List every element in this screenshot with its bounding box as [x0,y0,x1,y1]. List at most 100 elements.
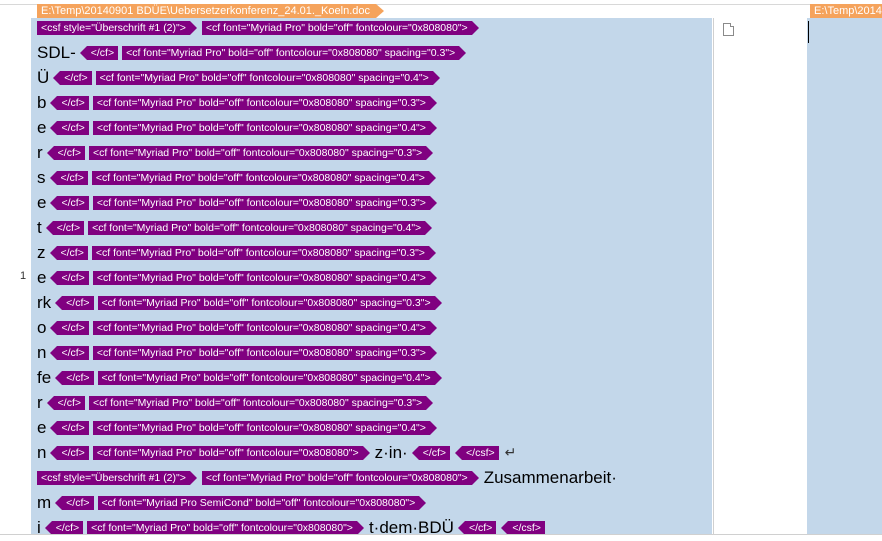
text-cursor [808,21,809,43]
segment-line: e</cf><cf font="Myriad Pro" bold="off" f… [37,192,442,213]
segment-line: o</cf><cf font="Myriad Pro" bold="off" f… [37,317,442,338]
closing-tag[interactable]: </cf> [53,70,92,85]
closing-tag[interactable]: </cf> [50,95,89,110]
next-segment-border [0,534,882,541]
target-segment-cell[interactable] [807,18,882,534]
closing-tag[interactable]: </cf> [50,270,89,285]
opening-tag[interactable]: <cf font="Myriad Pro" bold="off" fontcol… [88,220,433,235]
opening-tag[interactable]: <cf font="Myriad Pro" bold="off" fontcol… [97,295,442,310]
opening-tag[interactable]: <cf font="Myriad Pro" bold="off" fontcol… [201,20,479,35]
opening-tag[interactable]: <cf font="Myriad Pro" bold="off" fontcol… [92,445,370,460]
opening-tag[interactable]: <cf font="Myriad Pro" bold="off" fontcol… [92,420,438,435]
segment-line: e</cf><cf font="Myriad Pro" bold="off" f… [37,267,442,288]
segment-text: b [37,92,47,112]
segment-line: r</cf><cf font="Myriad Pro" bold="off" f… [37,392,438,413]
segment-line: rk</cf><cf font="Myriad Pro" bold="off" … [37,292,447,313]
segment-line: SDL-</cf><cf font="Myriad Pro" bold="off… [37,42,471,63]
opening-tag[interactable]: <cf font="Myriad Pro" bold="off" fontcol… [89,395,434,410]
closing-tag[interactable]: </cf> [50,420,89,435]
opening-tag[interactable]: <cf font="Myriad Pro SemiCond" bold="off… [97,495,426,510]
opening-tag[interactable]: <cf font="Myriad Pro" bold="off" fontcol… [89,145,434,160]
segment-text: e [37,117,47,137]
segment-line: t</cf><cf font="Myriad Pro" bold="off" f… [37,217,437,238]
opening-tag[interactable]: <cf font="Myriad Pro" bold="off" fontcol… [92,270,438,285]
source-file-header: E:\Temp\20140901 BDÜE\Uebersetzerkonfere… [37,4,384,18]
segment-line: i</cf><cf font="Myriad Pro" bold="off" f… [37,517,549,538]
segment-text: n [37,342,47,362]
segment-text: o [37,317,47,337]
segment-text: i [37,517,41,537]
closing-tag[interactable]: </cf> [55,495,94,510]
opening-tag[interactable]: <cf font="Myriad Pro" bold="off" fontcol… [92,345,438,360]
segment-text: Zusammenarbeit· [483,467,617,487]
closing-tag[interactable]: </cf> [49,245,88,260]
opening-tag[interactable]: <cf font="Myriad Pro" bold="off" fontcol… [201,470,479,485]
opening-tag[interactable]: <cf font="Myriad Pro" bold="off" fontcol… [92,195,438,210]
segment-number: 1 [20,270,27,282]
opening-tag[interactable]: <cf font="Myriad Pro" bold="off" fontcol… [92,320,438,335]
paragraph-mark-icon: ↵ [504,444,517,460]
editor-top-border [0,0,882,5]
closing-tag[interactable]: </cf> [50,195,89,210]
segment-text: t [37,217,42,237]
segment-text: e [37,192,47,212]
closing-tag[interactable]: </cf> [50,320,89,335]
segment-text: e [37,417,47,437]
closing-tag[interactable]: </cf> [79,45,119,60]
opening-tag[interactable]: <csf style="Überschrift #1 (2)"> [37,470,197,485]
segment-text: fe [37,367,52,387]
closing-tag[interactable]: </cf> [45,220,85,235]
segment-text: e [37,267,47,287]
segment-line: b</cf><cf font="Myriad Pro" bold="off" f… [37,92,442,113]
opening-tag[interactable]: <cf font="Myriad Pro" bold="off" fontcol… [91,170,437,185]
closing-tag[interactable]: </cf> [46,145,86,160]
document-icon [723,23,734,36]
segment-text: m [37,492,52,512]
segment-text: rk [37,292,52,312]
closing-tag[interactable]: </csf> [501,520,545,535]
closing-tag[interactable]: </cf> [55,370,94,385]
segment-line: s</cf><cf font="Myriad Pro" bold="off" f… [37,167,441,188]
segment-text: r [37,392,43,412]
segment-text: Ü [37,67,50,87]
opening-tag[interactable]: <cf font="Myriad Pro" bold="off" fontcol… [95,70,440,85]
opening-tag[interactable]: <cf font="Myriad Pro" bold="off" fontcol… [97,370,442,385]
segment-text: z [37,242,46,262]
segment-line: e</cf><cf font="Myriad Pro" bold="off" f… [37,117,442,138]
closing-tag[interactable]: </cf> [50,445,89,460]
segment-line: Ü</cf><cf font="Myriad Pro" bold="off" f… [37,67,445,88]
segment-line: <csf style="Überschrift #1 (2)"> <cf font… [37,467,620,488]
segment-text: s [37,167,46,187]
opening-tag[interactable]: <cf font="Myriad Pro" bold="off" fontcol… [91,245,437,260]
segment-line: n</cf><cf font="Myriad Pro" bold="off" f… [37,442,516,463]
segment-line: z</cf><cf font="Myriad Pro" bold="off" f… [37,242,441,263]
segment-text: z·in· [374,442,408,462]
segment-line: e</cf><cf font="Myriad Pro" bold="off" f… [37,417,442,438]
segment-status-column [713,18,808,534]
segment-line: r</cf><cf font="Myriad Pro" bold="off" f… [37,142,438,163]
closing-tag[interactable]: </cf> [50,120,89,135]
segment-text: n [37,442,47,462]
closing-tag[interactable]: </cf> [457,520,497,535]
opening-tag[interactable]: <cf font="Myriad Pro" bold="off" fontcol… [92,95,438,110]
closing-tag[interactable]: </cf> [46,395,86,410]
closing-tag[interactable]: </cf> [49,170,88,185]
segment-text: r [37,142,43,162]
closing-tag[interactable]: </cf> [411,445,451,460]
segment-line: <csf style="Überschrift #1 (2)"> <cf font… [37,17,484,38]
opening-tag[interactable]: <cf font="Myriad Pro" bold="off" fontcol… [92,120,438,135]
closing-tag[interactable]: </cf> [55,295,94,310]
segment-line: n</cf><cf font="Myriad Pro" bold="off" f… [37,342,442,363]
segment-text: SDL- [37,42,76,62]
target-file-header: E:\Temp\20140 [810,4,882,18]
opening-tag[interactable]: <cf font="Myriad Pro" bold="off" fontcol… [122,45,467,60]
opening-tag[interactable]: <cf font="Myriad Pro" bold="off" fontcol… [87,520,364,535]
segment-number-gutter [0,18,32,534]
segment-text: t·dem·BDÜ [368,517,454,537]
closing-tag[interactable]: </cf> [44,520,84,535]
opening-tag[interactable]: <csf style="Überschrift #1 (2)"> [37,20,197,35]
closing-tag[interactable]: </cf> [50,345,89,360]
segment-line: fe</cf><cf font="Myriad Pro" bold="off" … [37,367,447,388]
closing-tag[interactable]: </csf> [455,445,499,460]
segment-line: m</cf><cf font="Myriad Pro SemiCond" bol… [37,492,431,513]
